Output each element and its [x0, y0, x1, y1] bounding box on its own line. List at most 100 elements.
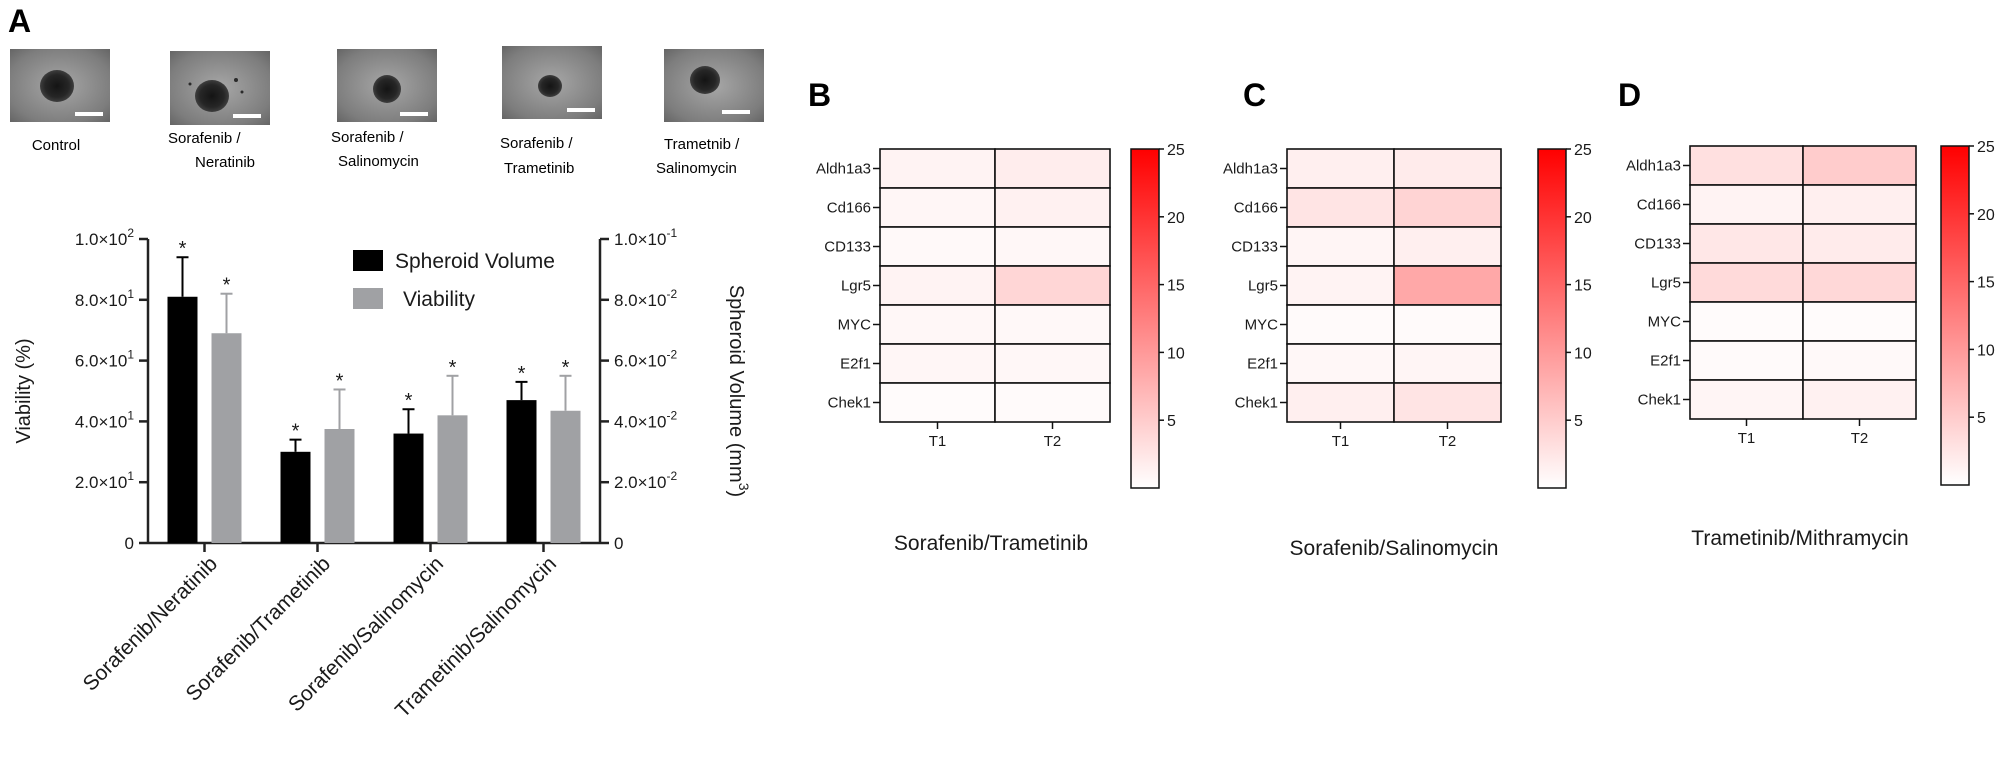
- tick-exponent: -2: [666, 469, 677, 483]
- heatmap-cell: [1393, 265, 1502, 306]
- spheroid-caption-line: Sorafenib /: [331, 129, 404, 146]
- spheroid-caption-line: Salinomycin: [338, 153, 419, 170]
- row-label: Aldh1a3: [1626, 158, 1681, 175]
- colorbar-tick-label: 20: [1167, 210, 1185, 227]
- heatmap-cell: [1286, 343, 1395, 384]
- column-label: T1: [929, 433, 947, 450]
- row-label: E2f1: [1247, 356, 1278, 373]
- row-label: Chek1: [1235, 395, 1278, 412]
- tick-exponent: 1: [127, 469, 134, 483]
- y-tick-label-right: 6.0×10-2: [614, 348, 677, 371]
- heatmap-cell: [1286, 187, 1395, 228]
- heatmap-cell: [1689, 379, 1804, 420]
- colorbar-tick-label: 15: [1167, 278, 1185, 295]
- y-tick-label-left: 1.0×102: [75, 226, 134, 249]
- heatmap-title: Sorafenib/Trametinib: [894, 532, 1088, 555]
- heatmap-cell: [1393, 226, 1502, 267]
- significance-marker: *: [518, 363, 526, 385]
- legend-label: Spheroid Volume: [395, 250, 555, 273]
- tick-exponent: 2: [127, 226, 134, 240]
- row-label: Chek1: [1638, 392, 1681, 409]
- scale-bar: [567, 108, 595, 112]
- column-label: T2: [1439, 433, 1457, 450]
- heatmap-cell: [1802, 184, 1917, 225]
- heatmap-cell: [879, 265, 996, 306]
- colorbar: [1537, 148, 1567, 489]
- row-label: CD133: [1634, 236, 1681, 253]
- y-tick-label-left: 6.0×101: [75, 348, 134, 371]
- tick-exponent: -2: [666, 408, 677, 422]
- legend-swatch: [353, 288, 383, 309]
- significance-marker: *: [562, 357, 570, 379]
- heatmap-cell: [1689, 262, 1804, 303]
- significance-marker: *: [179, 238, 187, 260]
- y-tick-label-right: 1.0×10-1: [614, 226, 677, 249]
- heatmap-cell: [994, 343, 1111, 384]
- heatmap-cell: [879, 226, 996, 267]
- heatmap-cell: [1689, 223, 1804, 264]
- heatmap-cell: [1393, 148, 1502, 189]
- row-label: Cd166: [1234, 200, 1278, 217]
- column-label: T2: [1044, 433, 1062, 450]
- bar-viability: [437, 415, 468, 543]
- heatmap-cell: [1802, 262, 1917, 303]
- y-axis-title-right: Spheroid Volume (mm3): [725, 285, 752, 497]
- bar-spheroid-volume: [280, 451, 311, 543]
- heatmap-title: Sorafenib/Salinomycin: [1290, 537, 1499, 560]
- y-tick-label-left: 4.0×101: [75, 408, 134, 431]
- row-label: Aldh1a3: [1223, 161, 1278, 178]
- significance-marker: *: [449, 357, 457, 379]
- tick-exponent: -2: [666, 348, 677, 362]
- row-label: Lgr5: [841, 278, 871, 295]
- row-label: E2f1: [1650, 353, 1681, 370]
- row-label: E2f1: [840, 356, 871, 373]
- y-tick-label-right: 2.0×10-2: [614, 469, 677, 492]
- y-tick-label-right: 8.0×10-2: [614, 287, 677, 310]
- row-label: CD133: [1231, 239, 1278, 256]
- spheroid-image-sorafenib-trametinib: Sorafenib / Trametinib: [500, 46, 602, 177]
- significance-marker: *: [405, 390, 413, 412]
- spheroid-caption-line: Sorafenib /: [500, 135, 573, 152]
- heatmap-cell: [1689, 145, 1804, 186]
- heatmap-cell: [1689, 184, 1804, 225]
- bar-spheroid-volume: [167, 296, 198, 543]
- heatmap-cell: [994, 382, 1111, 423]
- heatmap-cell: [994, 304, 1111, 345]
- colorbar: [1940, 145, 1970, 486]
- column-label: T1: [1738, 430, 1756, 447]
- row-label: Lgr5: [1248, 278, 1278, 295]
- panel-label-a: A: [8, 3, 31, 39]
- panel-label-b: B: [808, 77, 831, 113]
- colorbar-tick-label: 5: [1167, 413, 1176, 430]
- legend-swatch: [353, 250, 383, 271]
- bar-spheroid-volume: [393, 433, 424, 543]
- heatmap-cell: [994, 265, 1111, 306]
- colorbar-tick-label: 10: [1167, 345, 1185, 362]
- row-label: MYC: [1648, 314, 1682, 331]
- colorbar-tick-label: 15: [1977, 275, 1995, 292]
- colorbar-tick-label: 10: [1977, 342, 1995, 359]
- heatmap-cell: [1393, 187, 1502, 228]
- colorbar-tick-label: 20: [1574, 210, 1592, 227]
- spheroid-image-control: Control: [10, 49, 110, 154]
- y-tick-label-left: 0: [125, 534, 134, 553]
- y-axis-title-right-sup: 3: [736, 483, 752, 491]
- spheroid-caption-line: Neratinib: [195, 154, 255, 171]
- heatmap-cell: [879, 187, 996, 228]
- spheroid-image-sorafenib-salinomycin: Sorafenib / Salinomycin: [331, 49, 437, 170]
- bar-viability: [550, 410, 581, 543]
- tick-exponent: -2: [666, 287, 677, 301]
- heatmap-cell: [1393, 343, 1502, 384]
- spheroid-image-row: Control Sorafenib / Neratinib Sorafenib …: [10, 46, 764, 177]
- heatmap-cell: [1689, 340, 1804, 381]
- row-label: MYC: [838, 317, 872, 334]
- heatmap-cell: [1393, 304, 1502, 345]
- heatmap-cell: [1286, 382, 1395, 423]
- spheroid-image-sorafenib-neratinib: Sorafenib / Neratinib: [168, 51, 270, 171]
- colorbar-tick-label: 25: [1977, 139, 1995, 156]
- colorbar-tick-label: 25: [1167, 142, 1185, 159]
